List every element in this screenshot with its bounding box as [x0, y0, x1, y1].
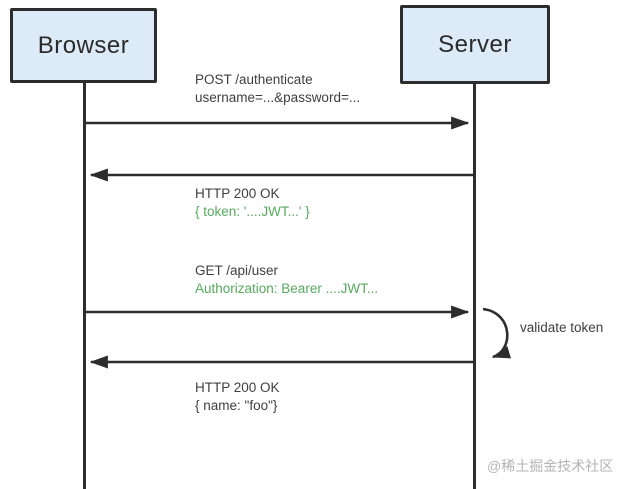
message-line-2: { name: "foo"} — [195, 398, 278, 413]
actor-label-browser: Browser — [37, 31, 130, 59]
actor-label-server: Server — [438, 30, 512, 58]
message-label-http200-name: HTTP 200 OK { name: "foo"} — [195, 379, 280, 415]
message-line-2-authorization-bearer: Authorization: Bearer ....JWT... — [195, 281, 379, 296]
actor-box-server: Server — [400, 5, 550, 84]
message-line-1: HTTP 200 OK — [195, 380, 280, 395]
message-line-2: username=...&password=... — [195, 90, 361, 105]
message-label-get-api-user: GET /api/user Authorization: Bearer ....… — [195, 262, 378, 298]
message-line-1: HTTP 200 OK — [195, 186, 280, 201]
message-line-2-jwt-token: { token: '....JWT...' } — [195, 204, 310, 219]
message-label-http200-token: HTTP 200 OK { token: '....JWT...' } — [195, 185, 310, 221]
message-line-1: GET /api/user — [195, 263, 279, 278]
actor-box-browser: Browser — [10, 8, 157, 83]
self-loop-validate-token — [482, 307, 512, 359]
watermark-text: @稀土掘金技术社区 — [487, 458, 614, 474]
message-label-post-authenticate: POST /authenticate username=...&password… — [195, 71, 360, 107]
message-line-1: POST /authenticate — [195, 72, 313, 87]
self-loop-label-validate-token: validate token — [520, 320, 604, 335]
